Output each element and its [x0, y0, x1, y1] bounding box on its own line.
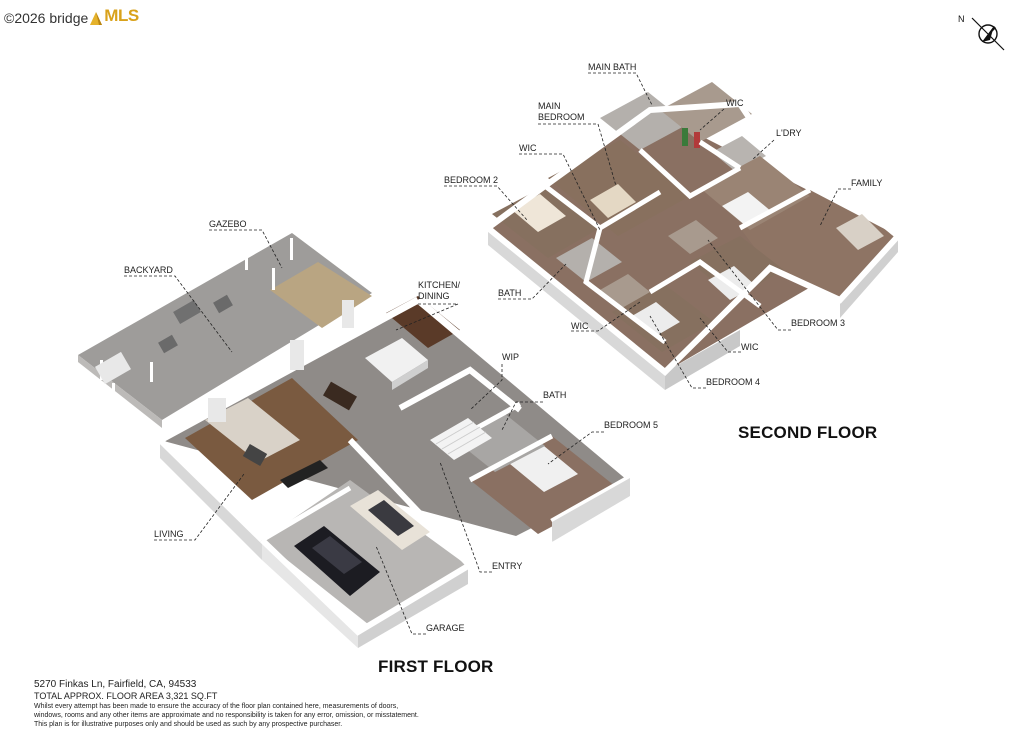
- watermark-prefix: ©2026 bridge: [4, 10, 89, 26]
- second-floor-title: SECOND FLOOR: [738, 423, 878, 442]
- compass-north-label: N: [958, 14, 965, 24]
- label-leader-lines: [124, 72, 851, 635]
- label-wic-top: WIC: [726, 98, 744, 108]
- disclaimer-line-3: This plan is for illustrative purposes o…: [34, 721, 343, 728]
- disclaimer-line-2: windows, rooms and any other items are a…: [34, 712, 419, 719]
- first-floor-plan: [78, 233, 633, 648]
- label-garage: GARAGE: [426, 623, 465, 633]
- bath2-floor: [556, 238, 622, 282]
- first-floor-stairs: [430, 418, 492, 460]
- label-main-bath: MAIN BATH: [588, 62, 637, 72]
- label-kitchen-dining: KITCHEN/ DINING: [418, 280, 461, 301]
- label-gazebo: GAZEBO: [209, 219, 247, 229]
- label-laundry: L'DRY: [776, 128, 802, 138]
- label-wic-left: WIC: [519, 143, 537, 153]
- label-bedroom-5: BEDROOM 5: [604, 420, 659, 430]
- garage-car-light: [350, 490, 430, 550]
- watermark-brand: MLS: [104, 6, 139, 25]
- plan-footer: 5270 Finkas Ln, Fairfield, CA, 94533 TOT…: [34, 679, 554, 729]
- label-bath-1: BATH: [543, 390, 567, 400]
- label-living: LIVING: [154, 529, 184, 539]
- label-bedroom-3: BEDROOM 3: [791, 318, 846, 328]
- label-wic-mid: WIC: [571, 321, 589, 331]
- bedroom3-floor: [690, 236, 784, 298]
- label-bedroom-2: BEDROOM 2: [444, 175, 499, 185]
- label-bedroom-4: BEDROOM 4: [706, 377, 761, 387]
- label-main-bedroom: MAIN BEDROOM: [538, 101, 585, 122]
- compass-icon: N: [958, 14, 1005, 51]
- total-floor-area: TOTAL APPROX. FLOOR AREA 3,321 SQ.FT: [34, 691, 218, 701]
- wic-top-floor: [660, 82, 752, 142]
- label-wip: WIP: [502, 352, 519, 362]
- garage-car-dark: [294, 526, 380, 596]
- disclaimer-line-1: Whilst every attempt has been made to en…: [34, 703, 399, 710]
- property-address: 5270 Finkas Ln, Fairfield, CA, 94533: [34, 679, 197, 690]
- label-wic-b3: WIC: [741, 342, 759, 352]
- wic-b3-floor: [668, 220, 718, 254]
- first-floor-title: FIRST FLOOR: [378, 657, 494, 676]
- label-entry: ENTRY: [492, 561, 523, 571]
- mls-watermark: ©2026 bridge MLS: [4, 6, 139, 26]
- label-bath-2: BATH: [498, 288, 522, 298]
- house-roof-icon: [90, 12, 103, 25]
- label-backyard: BACKYARD: [124, 265, 173, 275]
- second-floor-plan: [486, 82, 901, 390]
- label-family: FAMILY: [851, 178, 883, 188]
